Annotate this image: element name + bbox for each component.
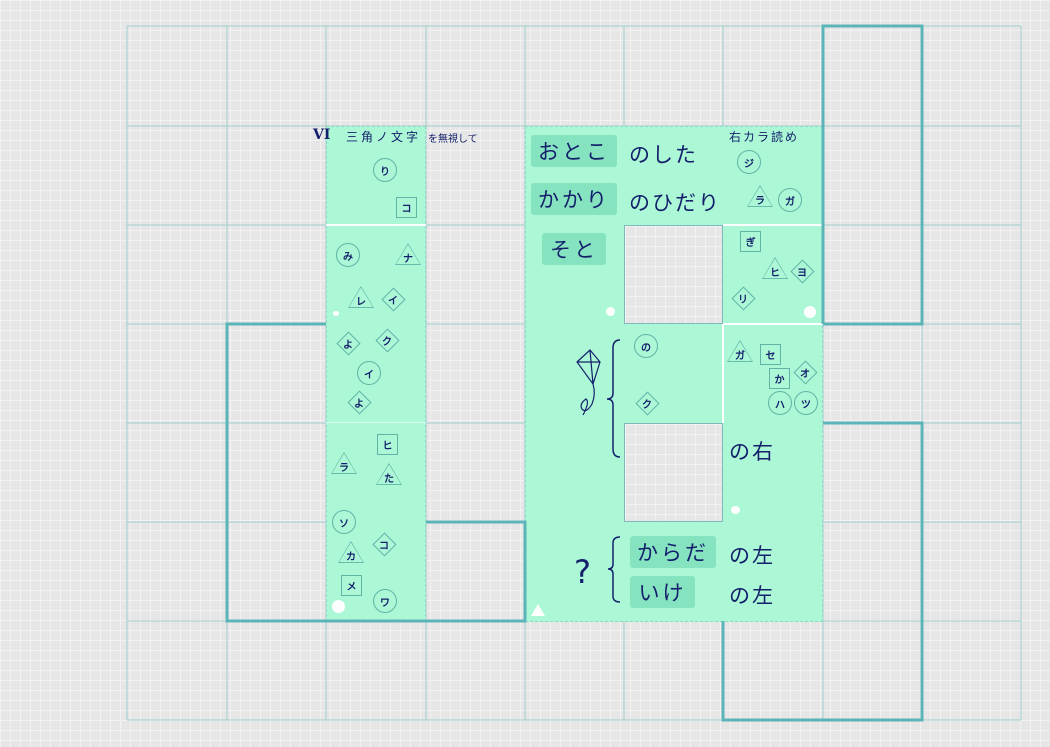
diamond-tile: イ xyxy=(382,288,404,310)
square-tile: ヒ xyxy=(377,434,398,455)
answer-box: いけ xyxy=(630,576,695,608)
circle-tile: み xyxy=(336,243,360,267)
square-tile: セ xyxy=(760,344,781,365)
empty-cell xyxy=(624,423,723,522)
square-tile: ぎ xyxy=(740,231,761,252)
divider xyxy=(722,324,724,423)
triangle-tile: ヒ xyxy=(762,257,788,279)
clue-text: のした xyxy=(629,143,698,167)
square-tile: か xyxy=(769,368,790,389)
white-dot-marker xyxy=(333,311,339,316)
circle-tile: ハ xyxy=(768,391,792,415)
white-dot-marker xyxy=(804,306,816,318)
square-tile: メ xyxy=(341,575,362,596)
question-mark: ? xyxy=(574,553,591,591)
diamond-tile: ク xyxy=(636,392,658,414)
white-dot-marker xyxy=(731,506,740,514)
circle-tile: ガ xyxy=(778,188,802,212)
diamond-tile: よ xyxy=(337,332,359,354)
right-hint: 右カラ読め xyxy=(729,130,800,144)
circle-tile: ジ xyxy=(737,150,761,174)
clue-box: そと xyxy=(542,233,606,265)
empty-cell xyxy=(624,225,723,324)
clue-box: かかり xyxy=(531,183,617,215)
square-tile: コ xyxy=(396,197,417,218)
triangle-tile: た xyxy=(376,463,402,485)
divider xyxy=(723,323,823,325)
diamond-tile: オ xyxy=(794,361,816,383)
circle-tile: ワ xyxy=(373,589,397,613)
diamond-tile: コ xyxy=(373,533,395,555)
diamond-tile: リ xyxy=(732,287,754,309)
answer-box: からだ xyxy=(630,536,716,568)
diamond-tile: ク xyxy=(376,329,398,351)
clue-text: のひだり xyxy=(629,191,721,215)
white-dot-marker xyxy=(332,600,345,613)
diamond-tile: ヨ xyxy=(791,260,813,282)
divider xyxy=(326,422,426,423)
clue-text: の左 xyxy=(729,584,775,608)
roman-numeral: VI xyxy=(313,127,331,143)
instruction: 三角ノ文字 xyxy=(346,130,422,144)
divider xyxy=(326,224,426,226)
white-dot-marker xyxy=(606,307,615,316)
circle-tile: り xyxy=(373,158,397,182)
instruction-suffix: を無視して xyxy=(428,134,478,145)
circle-tile: ツ xyxy=(794,391,818,415)
clue-text: の右 xyxy=(729,440,775,464)
triangle-tile: ナ xyxy=(395,243,421,265)
triangle-tile: ガ xyxy=(727,340,753,362)
triangle-tile: ラ xyxy=(331,452,357,474)
clue-box: おとこ xyxy=(531,135,617,167)
clue-text: の左 xyxy=(729,544,775,568)
brace-icon xyxy=(606,339,621,603)
triangle-tile: カ xyxy=(338,541,364,563)
triangle-tile: ラ xyxy=(747,185,773,207)
triangle-tile: レ xyxy=(348,286,374,308)
diamond-tile: よ xyxy=(348,391,370,413)
kite-icon xyxy=(576,349,601,416)
circle-tile: イ xyxy=(357,361,381,385)
circle-tile: ソ xyxy=(332,510,356,534)
divider xyxy=(723,224,823,226)
circle-tile: の xyxy=(634,334,658,358)
